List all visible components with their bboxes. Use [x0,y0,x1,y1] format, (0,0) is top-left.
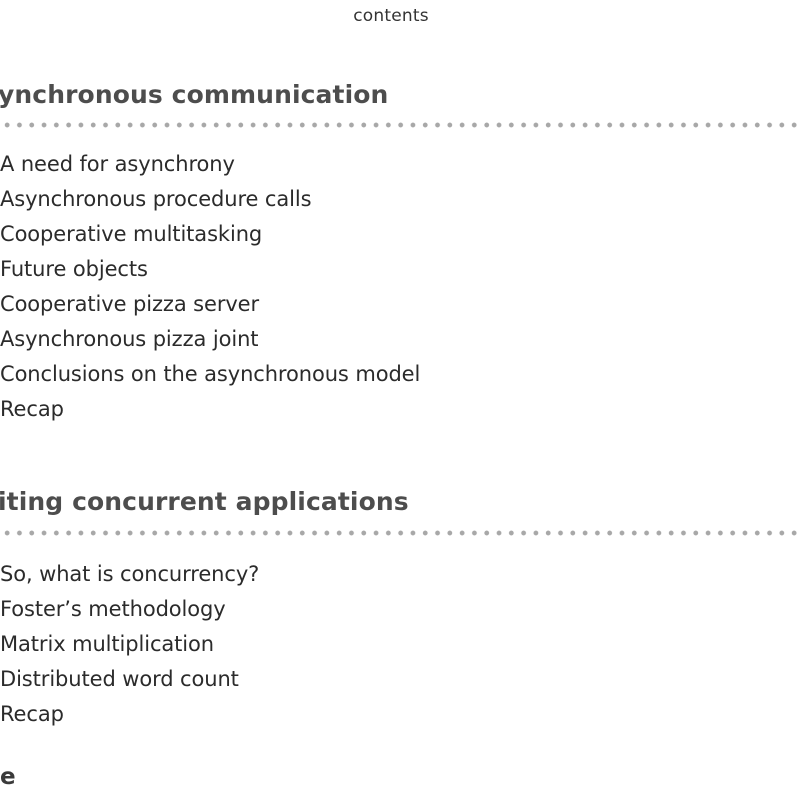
dotted-rule [0,530,800,536]
dotted-rule [0,122,800,128]
toc-entry[interactable]: Cooperative pizza server [0,292,260,316]
toc-entry[interactable]: Asynchronous pizza joint [0,327,259,351]
toc-entry[interactable]: Recap [0,702,64,726]
next-section-title-fragment: e [0,764,16,790]
toc-entry[interactable]: Foster’s methodology [0,597,226,621]
toc-entry[interactable]: Matrix multiplication [0,632,215,656]
toc-entry[interactable]: Conclusions on the asynchronous model [0,362,421,386]
section-title: iting concurrent applications [0,487,409,516]
toc-entry[interactable]: So, what is concurrency? [0,562,260,586]
toc-entry[interactable]: Distributed word count [0,667,239,691]
running-head: contents [353,6,429,26]
toc-list: So, what is concurrency? Foster’s method… [0,557,259,732]
section-title: ynchronous communication [0,80,389,109]
toc-entry[interactable]: Asynchronous procedure calls [0,187,312,211]
toc-list: A need for asynchrony Asynchronous proce… [0,147,420,427]
toc-entry[interactable]: A need for asynchrony [0,152,235,176]
toc-entry[interactable]: Future objects [0,257,148,281]
toc-entry[interactable]: Cooperative multitasking [0,222,263,246]
toc-entry[interactable]: Recap [0,397,64,421]
